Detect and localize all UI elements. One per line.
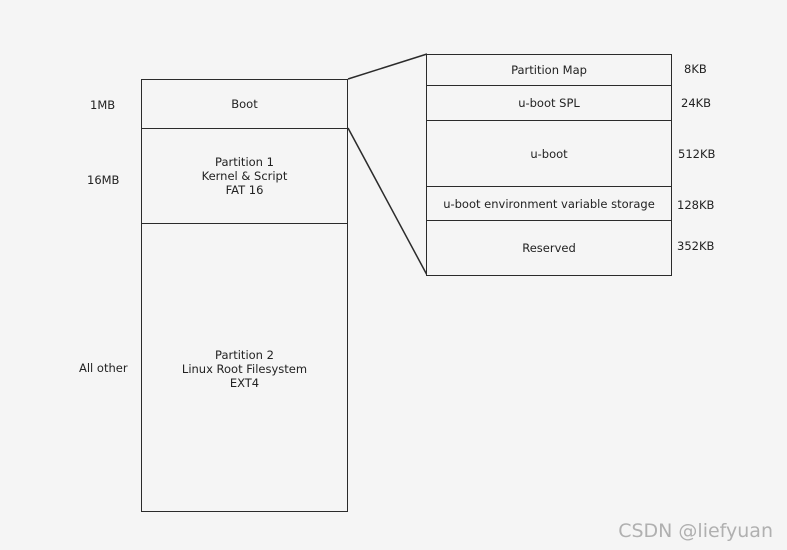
partition2-title: Partition 2	[215, 348, 274, 362]
zoom-line-bottom	[347, 127, 428, 276]
boot-size: 1MB	[90, 98, 116, 112]
boot-label: Boot	[231, 97, 258, 111]
partition1-fs: FAT 16	[225, 183, 264, 197]
reserved-size: 352KB	[677, 239, 715, 253]
uboot-env-size: 128KB	[677, 198, 715, 212]
uboot-size: 512KB	[678, 147, 716, 161]
uboot-block: u-boot	[426, 120, 672, 187]
reserved-label: Reserved	[522, 241, 576, 255]
zoom-line-top	[347, 53, 428, 80]
partition1-size: 16MB	[87, 173, 120, 187]
boot-block: Boot	[141, 79, 348, 129]
partition1-title: Partition 1	[215, 155, 274, 169]
partition-map-size: 8KB	[684, 62, 707, 76]
uboot-label: u-boot	[530, 146, 568, 161]
partition1-desc: Kernel & Script	[201, 169, 288, 183]
uboot-env-label: u-boot environment variable storage	[443, 196, 655, 211]
partition2-fs: EXT4	[229, 376, 260, 390]
partition-map-block: Partition Map	[426, 54, 672, 86]
uboot-env-block: u-boot environment variable storage	[426, 185, 672, 222]
partition1-block: Partition 1 Kernel & Script FAT 16	[141, 127, 348, 225]
uboot-spl-block: u-boot SPL	[426, 84, 672, 122]
uboot-spl-size: 24KB	[681, 96, 712, 110]
partition2-desc: Linux Root Filesystem	[181, 362, 308, 376]
partition2-block: Partition 2 Linux Root Filesystem EXT4	[141, 223, 348, 512]
reserved-block: Reserved	[426, 220, 672, 276]
partition2-size: All other	[79, 361, 128, 375]
uboot-spl-label: u-boot SPL	[518, 96, 580, 110]
watermark: CSDN @liefyuan	[618, 520, 773, 542]
partition-map-label: Partition Map	[511, 63, 587, 77]
